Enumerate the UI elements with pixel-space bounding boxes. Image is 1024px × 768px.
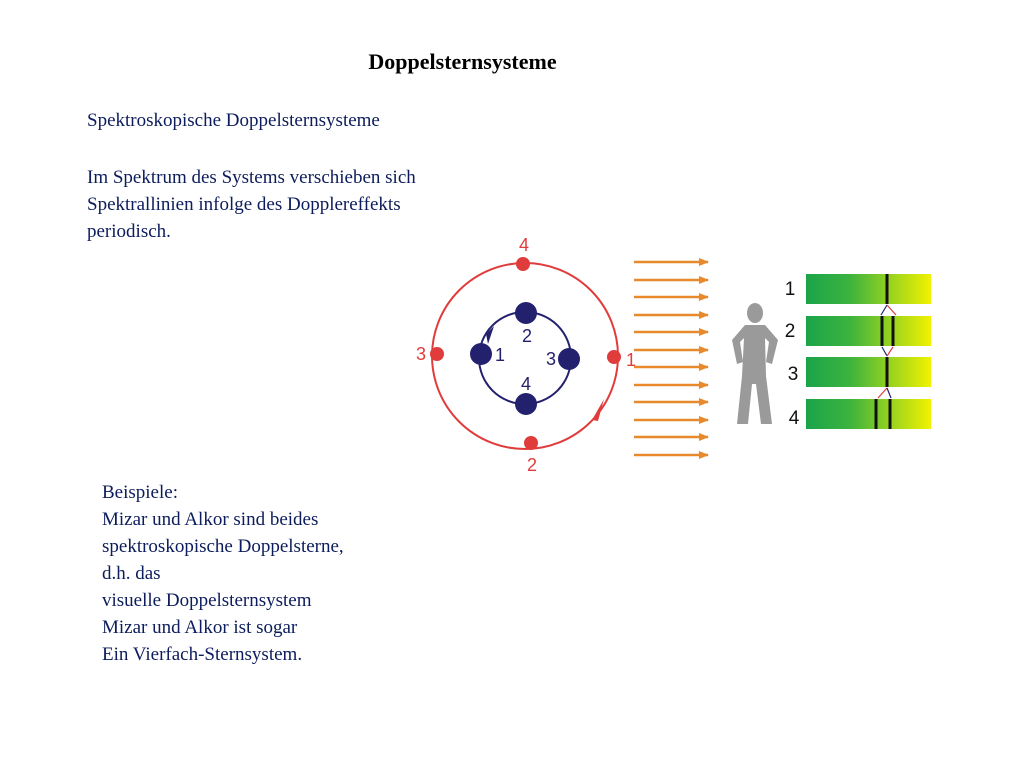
- inner-label-bottom: 4: [521, 374, 531, 394]
- outer-star-left: [430, 347, 444, 361]
- shift-arrow-icon: [880, 304, 888, 316]
- examples-line: Beispiele:: [102, 482, 178, 503]
- slide-title: Doppelsternsysteme: [368, 49, 557, 74]
- spectrum-label-1: 1: [785, 279, 796, 300]
- paragraph-line: Im Spektrum des Systems verschieben sich: [87, 167, 416, 188]
- inner-label-left: 1: [495, 345, 505, 365]
- inner-star-top: [515, 302, 537, 324]
- inner-orbit: 2 1 3 4: [470, 302, 580, 415]
- line-shift-arrows: [877, 304, 897, 399]
- outer-label-top: 4: [519, 235, 529, 255]
- shift-arrow-icon: [886, 387, 892, 399]
- outer-label-right: 1: [626, 350, 636, 370]
- examples-line: visuelle Doppelsternsystem: [102, 590, 312, 611]
- outer-label-left: 3: [416, 344, 426, 364]
- observer-figure-icon: [732, 303, 778, 424]
- inner-label-right: 3: [546, 349, 556, 369]
- outer-orbit: 4 3 1 2: [416, 235, 636, 475]
- spectrum-label-2: 2: [785, 321, 796, 342]
- outer-orbit-direction-arrow-icon: [592, 399, 604, 421]
- shift-arrow-icon: [886, 304, 897, 316]
- spectrum-band-3: [806, 357, 931, 387]
- slide-subtitle: Spektroskopische Doppelsternsysteme: [87, 110, 380, 131]
- spectrum-band-2: [806, 316, 931, 346]
- inner-star-left: [470, 343, 492, 365]
- spectrum-band-4: [806, 399, 931, 429]
- examples-line: Mizar und Alkor sind beides: [102, 509, 319, 530]
- examples-block: Beispiele: Mizar und Alkor sind beides s…: [102, 479, 422, 668]
- paragraph-line: periodisch.: [87, 221, 171, 242]
- spectral-lines: [874, 274, 895, 429]
- outer-star-bottom: [524, 436, 538, 450]
- spectrum-label-3: 3: [788, 364, 799, 385]
- inner-label-top: 2: [522, 326, 532, 346]
- light-arrows: [634, 258, 709, 459]
- description-paragraph: Im Spektrum des Systems verschieben sich…: [87, 164, 507, 245]
- examples-line: Ein Vierfach-Sternsystem.: [102, 644, 303, 665]
- shift-arrow-icon: [881, 346, 888, 357]
- inner-star-bottom: [515, 393, 537, 415]
- shift-arrow-icon: [886, 346, 894, 357]
- inner-orbit-direction-arrow-icon: [486, 326, 494, 344]
- spectrum-panel: 1 2 3 4: [785, 274, 931, 429]
- outer-orbit-ring: [431, 262, 619, 450]
- examples-line: Mizar und Alkor ist sogar: [102, 617, 298, 638]
- inner-star-right: [558, 348, 580, 370]
- examples-line: spektroskopische Doppelsterne,: [102, 536, 344, 557]
- examples-line: d.h. das: [102, 563, 161, 584]
- doppler-binary-diagram: 4 3 1 2 2 1 3 4: [416, 235, 931, 475]
- outer-star-top: [516, 257, 530, 271]
- spectrum-label-4: 4: [789, 408, 800, 429]
- shift-arrow-icon: [877, 387, 888, 399]
- outer-star-right: [607, 350, 621, 364]
- paragraph-line: Spektrallinien infolge des Dopplereffekt…: [87, 194, 401, 215]
- outer-label-bottom: 2: [527, 455, 537, 475]
- spectrum-band-1: [806, 274, 931, 304]
